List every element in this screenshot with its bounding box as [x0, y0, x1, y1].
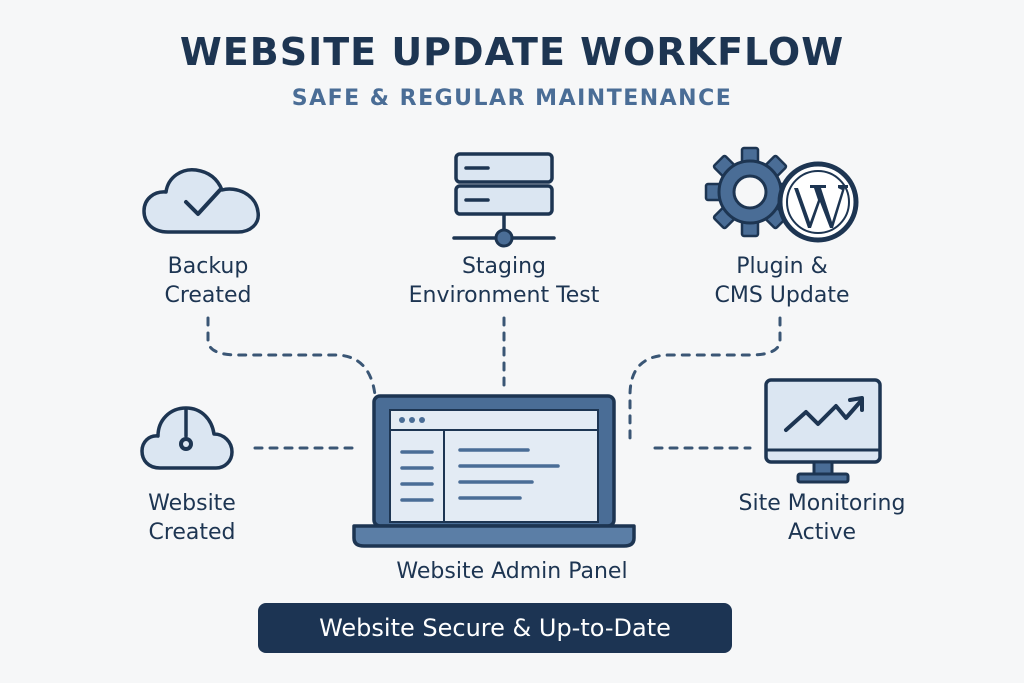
cloud-check-icon [142, 168, 260, 234]
laptop-icon [352, 394, 636, 548]
monitoring-line-1: Site Monitoring [738, 491, 906, 516]
wordpress-logo-icon [777, 161, 859, 243]
website-line-1: Website [148, 491, 236, 516]
page-subtitle: SAFE & REGULAR MAINTENANCE [291, 86, 733, 111]
center-label: Website Admin Panel [396, 559, 628, 584]
plugin-line-1: Plugin & [736, 254, 828, 279]
status-badge: Website Secure & Up-to-Date [258, 603, 732, 653]
monitoring-line-2: Active [787, 520, 857, 545]
staging-line-1: Staging [461, 254, 547, 279]
node-label-staging: Staging Environment Test [374, 252, 634, 310]
website-line-2: Created [148, 520, 236, 545]
plugin-line-2: CMS Update [714, 283, 850, 308]
node-label-monitoring: Site Monitoring Active [702, 489, 942, 547]
backup-line-1: Backup [167, 254, 249, 279]
node-label-backup: Backup Created [108, 252, 308, 310]
backup-line-2: Created [164, 283, 252, 308]
gear-icon [704, 146, 796, 238]
page-title: WEBSITE UPDATE WORKFLOW [179, 30, 845, 74]
staging-line-2: Environment Test [408, 283, 600, 308]
monitor-chart-icon [764, 378, 882, 484]
node-label-plugin: Plugin & CMS Update [682, 252, 882, 310]
cloud-gauge-icon [140, 406, 234, 470]
connector-backup [206, 316, 377, 397]
server-stack-icon [452, 152, 556, 248]
node-label-website: Website Created [92, 489, 292, 547]
connector-plugin [628, 316, 782, 442]
